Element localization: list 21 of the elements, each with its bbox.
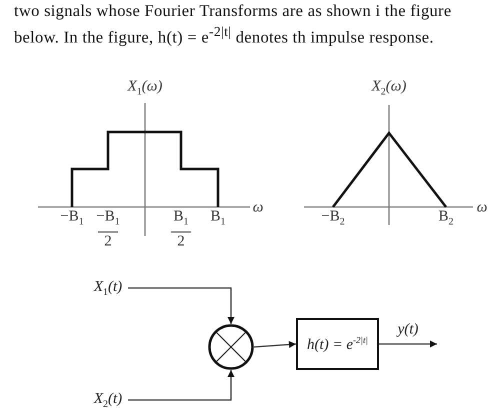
problem-text: two signals whose Fourier Transforms are as shown i the figure below. In the figure, h(t) = e$^{-2|t|}$ denotes th impulse response. <box>14 0 452 48</box>
axis-label: 2 <box>104 234 112 250</box>
axis-label: B$_{2}$ <box>438 208 454 228</box>
axis-label: X$_{2}$(ω) <box>372 78 406 98</box>
axis-label: B$_{1}$ <box>174 208 188 228</box>
axis-label: −B$_{1}$ <box>96 208 120 228</box>
edge-label: y(t) <box>396 322 420 338</box>
axis-label: −B$_{2}$ <box>321 208 345 228</box>
arrow <box>128 287 234 324</box>
axis-label: 2 <box>177 234 185 250</box>
signal-label: X$_{2}$(t) <box>88 390 128 410</box>
arrow <box>128 370 234 401</box>
arrow <box>379 340 437 348</box>
arrow <box>254 341 296 348</box>
axis-label: −B$_{1}$ <box>60 208 84 228</box>
system-block: h(t) = e$^{-2|t|}$ <box>296 318 379 370</box>
signal-label: X$_{1}$(t) <box>88 278 128 298</box>
axis-label: ω <box>252 200 264 216</box>
axis-label: B$_{1}$ <box>210 208 226 228</box>
axis-label: X$_{1}$(ω) <box>128 78 162 98</box>
axis-label: ω <box>476 200 488 216</box>
